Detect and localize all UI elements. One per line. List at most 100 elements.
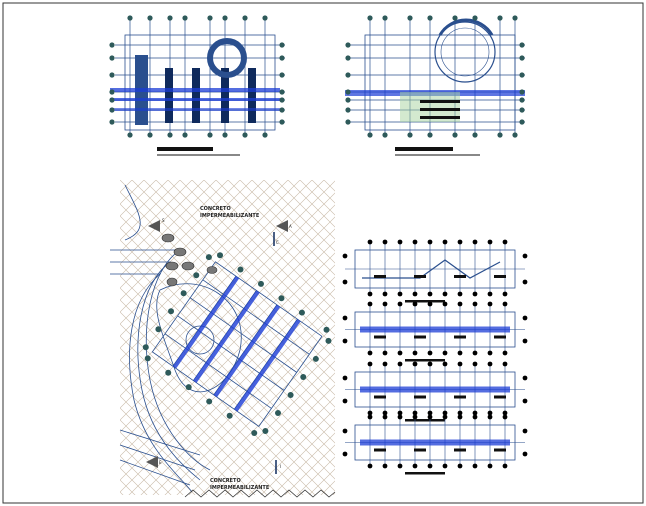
grid-node: [278, 295, 285, 302]
grid-node: [382, 414, 388, 420]
grid-node: [442, 361, 448, 367]
grid-node: [242, 132, 248, 138]
grid-node: [323, 326, 330, 333]
grid-node: [205, 254, 212, 261]
grid-node: [367, 410, 373, 416]
axis-marker-s: S: [148, 218, 165, 232]
grid-node: [367, 239, 373, 245]
concrete-label-top: CONCRETO: [200, 206, 231, 212]
grid-node: [472, 132, 478, 138]
grid-node: [182, 15, 188, 21]
grid-node: [457, 301, 463, 307]
grid-node: [397, 291, 403, 297]
grid-node: [144, 355, 151, 362]
grid-node: [427, 410, 433, 416]
grid-node: [457, 361, 463, 367]
grid-node: [487, 239, 493, 245]
grid-node: [457, 291, 463, 297]
grid-node: [345, 119, 351, 125]
axis-marker-a: A: [276, 220, 292, 232]
grid-node: [279, 107, 285, 113]
grid-node: [442, 414, 448, 420]
grid-node: [457, 350, 463, 356]
grid-node: [457, 463, 463, 469]
grid-node: [427, 463, 433, 469]
grid-node: [487, 414, 493, 420]
grid-node: [522, 428, 528, 434]
grid-node: [345, 55, 351, 61]
roof-dome: [434, 21, 496, 83]
grid-node: [412, 414, 418, 420]
grid-node: [367, 414, 373, 420]
grid-node: [502, 239, 508, 245]
grid-node: [142, 344, 149, 351]
grid-node: [109, 119, 115, 125]
grid-node: [279, 42, 285, 48]
grid-node: [442, 350, 448, 356]
grid-node: [127, 132, 133, 138]
grid-node: [519, 97, 525, 103]
grid-node: [442, 239, 448, 245]
grid-node: [167, 132, 173, 138]
grid-node: [182, 132, 188, 138]
section-drawing: [342, 239, 528, 303]
grid-node: [382, 410, 388, 416]
grid-node: [382, 301, 388, 307]
axis-marker-e: E: [146, 456, 162, 468]
grid-node: [522, 451, 528, 457]
grid-node: [397, 239, 403, 245]
grid-node: [412, 239, 418, 245]
grid-node: [382, 132, 388, 138]
grid-node: [342, 428, 348, 434]
grid-node: [512, 132, 518, 138]
grid-node: [279, 97, 285, 103]
grid-node: [412, 350, 418, 356]
grid-node: [262, 428, 269, 435]
grid-node: [262, 15, 268, 21]
grid-node: [109, 107, 115, 113]
grid-node: [472, 239, 478, 245]
grid-node: [345, 107, 351, 113]
grid-node: [155, 326, 162, 333]
grid-node: [345, 72, 351, 78]
grid-node: [412, 463, 418, 469]
grid-node: [522, 279, 528, 285]
grid-node: [127, 15, 133, 21]
ring-element: [207, 38, 247, 78]
grid-node: [257, 280, 264, 287]
concrete-label-bottom-sub: IMPERMEABILIZANTE: [210, 485, 270, 491]
grid-node: [397, 463, 403, 469]
grid-node: [367, 301, 373, 307]
grid-node: [397, 301, 403, 307]
grid-node: [367, 463, 373, 469]
grid-node: [427, 239, 433, 245]
grid-node: [519, 55, 525, 61]
grid-node: [109, 72, 115, 78]
grid-node: [512, 15, 518, 21]
grid-node: [397, 361, 403, 367]
site-plan: CONCRETO IMPERMEABILIZANTE CONCRETO IMPE…: [110, 180, 336, 498]
grid-node: [502, 463, 508, 469]
break-line: [184, 489, 336, 498]
grid-node: [367, 132, 373, 138]
grid-node: [427, 301, 433, 307]
grid-node: [487, 361, 493, 367]
grid-node: [472, 410, 478, 416]
grid-node: [472, 301, 478, 307]
section-drawing: [342, 361, 528, 422]
grid-node: [502, 361, 508, 367]
grid-node: [472, 291, 478, 297]
grid-node: [342, 375, 348, 381]
grid-node: [522, 253, 528, 259]
grid-node: [502, 301, 508, 307]
grid-node: [367, 15, 373, 21]
grid-node: [502, 414, 508, 420]
grid-node: [427, 291, 433, 297]
grid-node: [442, 291, 448, 297]
grid-node: [472, 350, 478, 356]
grid-node: [522, 375, 528, 381]
grid-node: [207, 15, 213, 21]
grid-node: [502, 291, 508, 297]
grid-node: [325, 337, 332, 344]
